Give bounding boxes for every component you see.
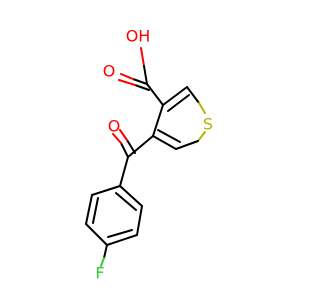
bond-ring-s-c5-yellow [197, 131, 206, 142]
sulfur-label: S [203, 115, 213, 134]
bond-phenyl-2 [119, 185, 143, 207]
bond-phenyl-2-double [115, 192, 137, 211]
bond-ketone-o-a-red [112, 133, 122, 144]
bond-c-o-double-b-red [118, 79, 136, 86]
bond-phenyl-3-double [92, 197, 99, 224]
carboxyl-oxygen-label: O [103, 62, 116, 81]
bond-ring-s-c5 [175, 140, 199, 150]
bond-ring-c2-s [186, 86, 200, 104]
bond-ketone-phenyl [119, 156, 129, 187]
bond-c-f [103, 244, 108, 259]
molecule-structure-diagram: OH O S O F [85, 27, 213, 283]
bond-ring-c3-c2-double [167, 94, 190, 112]
fluorine-label: F [95, 264, 104, 283]
bond-c-f-green [100, 257, 105, 267]
bond-ring-c5-c4 [152, 135, 177, 150]
bond-c-oh-carbon-half [143, 65, 148, 85]
bond-ketone-o-b-red [119, 129, 128, 141]
hydroxyl-label: OH [126, 27, 151, 46]
ketone-oxygen-label: O [108, 117, 121, 136]
bond-ring-c5-c4-double [157, 129, 181, 143]
bond-ring-ketone [127, 135, 154, 158]
bond-c-oh [140, 47, 145, 67]
bond-phenyl-4 [85, 223, 108, 246]
bond-c-ring [146, 83, 164, 106]
bond-c-o-double-b [134, 84, 150, 91]
bond-phenyl-6 [136, 205, 143, 236]
bond-c-o-double-a-red [120, 73, 134, 80]
bond-ring-c4-c3 [152, 104, 164, 137]
bond-ring-c2-s-yellow [198, 102, 206, 114]
bond-phenyl-3 [85, 194, 93, 225]
bond-c-o-double-a [132, 78, 148, 85]
bond-ketone-o-a [120, 142, 129, 158]
bond-phenyl-5-double [107, 229, 133, 238]
bond-ring-c3-c2 [162, 86, 188, 106]
bond-ketone-o-b [126, 139, 136, 154]
bond-phenyl-1 [91, 185, 121, 196]
bond-phenyl-5 [106, 234, 138, 246]
